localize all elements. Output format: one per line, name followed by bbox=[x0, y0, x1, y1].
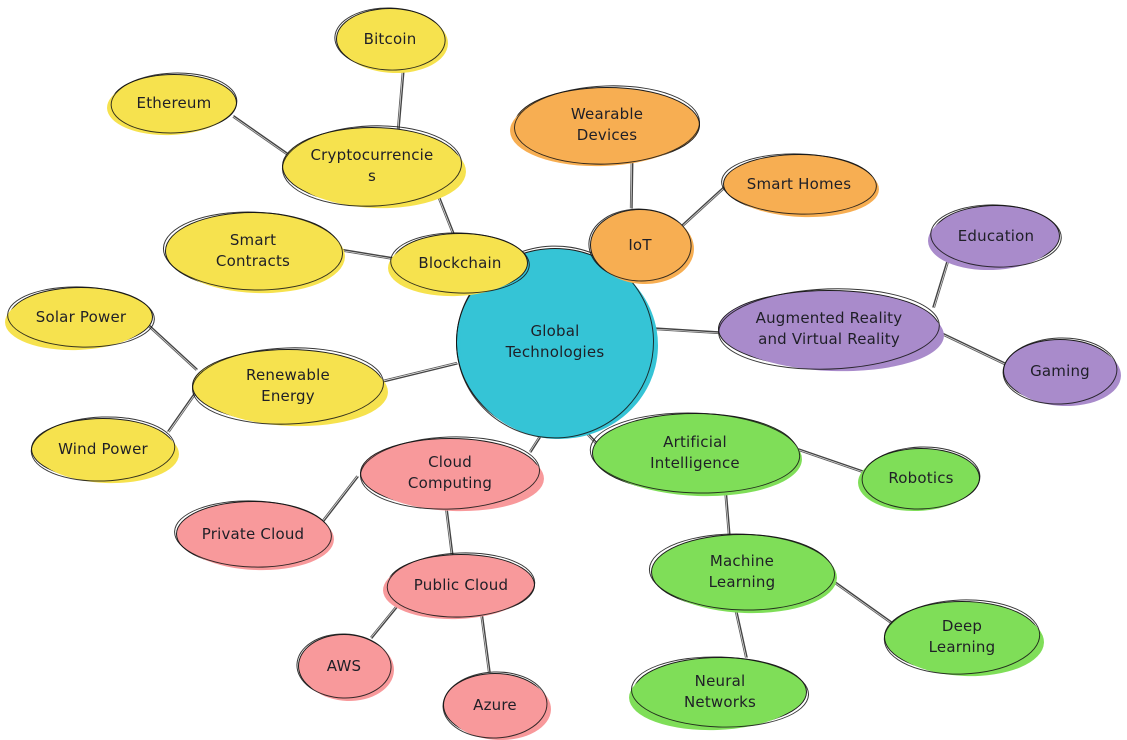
edge-global-technologies--cloud-computing bbox=[529, 436, 540, 452]
node-label: Wind Power bbox=[58, 439, 148, 458]
node-robotics[interactable]: Robotics bbox=[862, 448, 980, 508]
edge-artificial-intelligence--robotics bbox=[797, 450, 863, 474]
node-label: Learning bbox=[708, 573, 776, 591]
node-label: Azure bbox=[473, 695, 517, 714]
edge-ethereum--cryptocurrencies bbox=[232, 116, 287, 155]
node-label: Blockchain bbox=[418, 253, 502, 272]
edge-renewable-energy--solar-power bbox=[146, 324, 197, 371]
node-label: Machine bbox=[709, 552, 775, 570]
node-label: Solar Power bbox=[35, 307, 127, 326]
node-ethereum[interactable]: Ethereum bbox=[111, 74, 237, 132]
edge-bitcoin--cryptocurrencies bbox=[396, 69, 403, 130]
node-label: Gaming bbox=[1030, 361, 1090, 380]
edge-renewable-energy--wind-power bbox=[168, 391, 198, 433]
node-label: Computing bbox=[407, 474, 493, 492]
node-label: and Virtual Reality bbox=[758, 330, 900, 348]
edge-machine-learning--deep-learning bbox=[826, 575, 894, 624]
edge-ar-vr--gaming bbox=[937, 330, 1008, 365]
node-label: Intelligence bbox=[650, 454, 740, 472]
node-azure[interactable]: Azure bbox=[443, 673, 547, 737]
node-label: Networks bbox=[683, 693, 757, 711]
node-solar-power[interactable]: Solar Power bbox=[9, 287, 153, 347]
edge-ar-vr--education bbox=[934, 258, 951, 308]
node-label: Ethereum bbox=[136, 93, 212, 112]
node-public-cloud[interactable]: Public Cloud bbox=[387, 554, 535, 616]
node-label: Energy bbox=[261, 387, 315, 405]
edge-cloud-computing--private-cloud bbox=[322, 475, 358, 521]
edge-renewable-energy--solar-power bbox=[147, 323, 198, 370]
node-label: Deep bbox=[941, 617, 983, 635]
node-label: Smart bbox=[229, 231, 277, 249]
edge-bitcoin--cryptocurrencies bbox=[398, 69, 405, 130]
node-label: Private Cloud bbox=[201, 524, 305, 543]
node-wind-power[interactable]: Wind Power bbox=[31, 418, 175, 480]
edge-iot--smart-homes bbox=[680, 183, 728, 227]
edge-public-cloud--azure bbox=[481, 611, 491, 673]
node-label: Bitcoin bbox=[363, 29, 417, 48]
node-label: Neural bbox=[694, 672, 746, 690]
node-label: Devices bbox=[576, 126, 638, 144]
edge-ar-vr--gaming bbox=[936, 332, 1007, 366]
node-label: Global bbox=[530, 322, 580, 340]
node-label: Contracts bbox=[215, 252, 291, 270]
node-label: Technologies bbox=[505, 343, 605, 361]
node-label: Renewable bbox=[246, 366, 330, 384]
edge-ar-vr--education bbox=[932, 257, 949, 308]
edge-artificial-intelligence--robotics bbox=[798, 448, 864, 472]
node-label: IoT bbox=[628, 235, 652, 254]
node-private-cloud[interactable]: Private Cloud bbox=[176, 501, 330, 567]
node-aws[interactable]: AWS bbox=[298, 634, 390, 698]
edge-public-cloud--aws bbox=[370, 598, 403, 638]
node-label: Augmented Reality bbox=[755, 309, 903, 327]
node-label: Wearable bbox=[570, 105, 644, 123]
node-label: Smart Homes bbox=[746, 174, 852, 193]
edge-global-technologies--renewable-energy bbox=[382, 363, 458, 383]
edge-renewable-energy--wind-power bbox=[167, 390, 197, 432]
node-cryptocurrencies[interactable]: Cryptocurrencie s bbox=[282, 127, 462, 205]
node-label: AWS bbox=[326, 656, 362, 675]
node-label: Robotics bbox=[888, 468, 954, 487]
edge-smart-contracts--blockchain bbox=[338, 248, 395, 259]
edge-cloud-computing--private-cloud bbox=[323, 476, 359, 522]
edge-machine-learning--deep-learning bbox=[825, 576, 893, 625]
node-gaming[interactable]: Gaming bbox=[1003, 339, 1117, 403]
edge-public-cloud--azure bbox=[479, 611, 489, 673]
node-education[interactable]: Education bbox=[932, 205, 1060, 267]
node-blockchain[interactable]: Blockchain bbox=[392, 233, 528, 293]
edge-ethereum--cryptocurrencies bbox=[233, 115, 288, 154]
edge-smart-contracts--blockchain bbox=[338, 250, 395, 261]
node-label: Cloud bbox=[428, 453, 472, 471]
node-smart-homes[interactable]: Smart Homes bbox=[723, 154, 875, 214]
node-iot[interactable]: IoT bbox=[590, 209, 690, 281]
edge-global-technologies--ar-vr bbox=[653, 329, 720, 335]
node-label: Public Cloud bbox=[413, 575, 509, 594]
edge-global-technologies--ar-vr bbox=[653, 327, 720, 333]
edge-public-cloud--aws bbox=[371, 599, 404, 639]
node-label: s bbox=[367, 167, 376, 185]
node-label: Artificial bbox=[663, 433, 727, 451]
edge-global-technologies--renewable-energy bbox=[382, 361, 458, 381]
node-label: Cryptocurrencie bbox=[310, 146, 434, 164]
node-ar-vr[interactable]: Augmented Reality and Virtual Reality bbox=[718, 290, 940, 368]
node-bitcoin[interactable]: Bitcoin bbox=[336, 8, 444, 70]
edge-iot--smart-homes bbox=[681, 184, 729, 228]
node-label: Learning bbox=[928, 638, 996, 656]
node-label: Education bbox=[957, 226, 1035, 245]
edge-global-technologies--cloud-computing bbox=[530, 437, 541, 453]
